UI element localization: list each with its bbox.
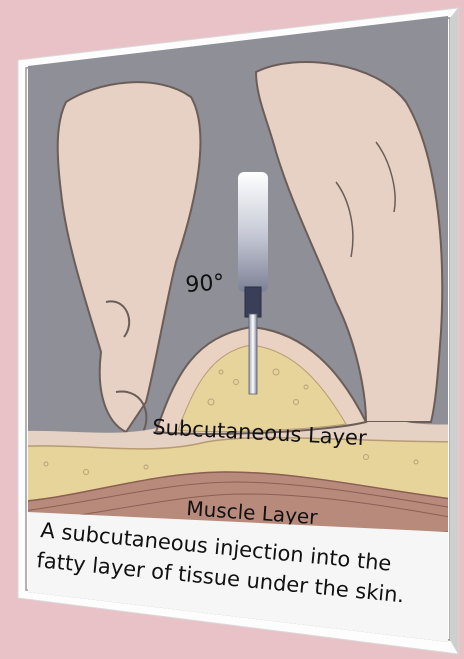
syringe-hub [245,287,261,317]
angle-label: 90° [185,270,226,298]
injection-diagram: 90° Subcutaneous Layer Muscle Layer A su… [6,2,464,659]
diagram-frame: 90° Subcutaneous Layer Muscle Layer A su… [6,2,464,659]
frame-edge-shadow [450,8,458,654]
syringe-barrel [238,172,268,292]
needle-shaft [249,314,257,394]
